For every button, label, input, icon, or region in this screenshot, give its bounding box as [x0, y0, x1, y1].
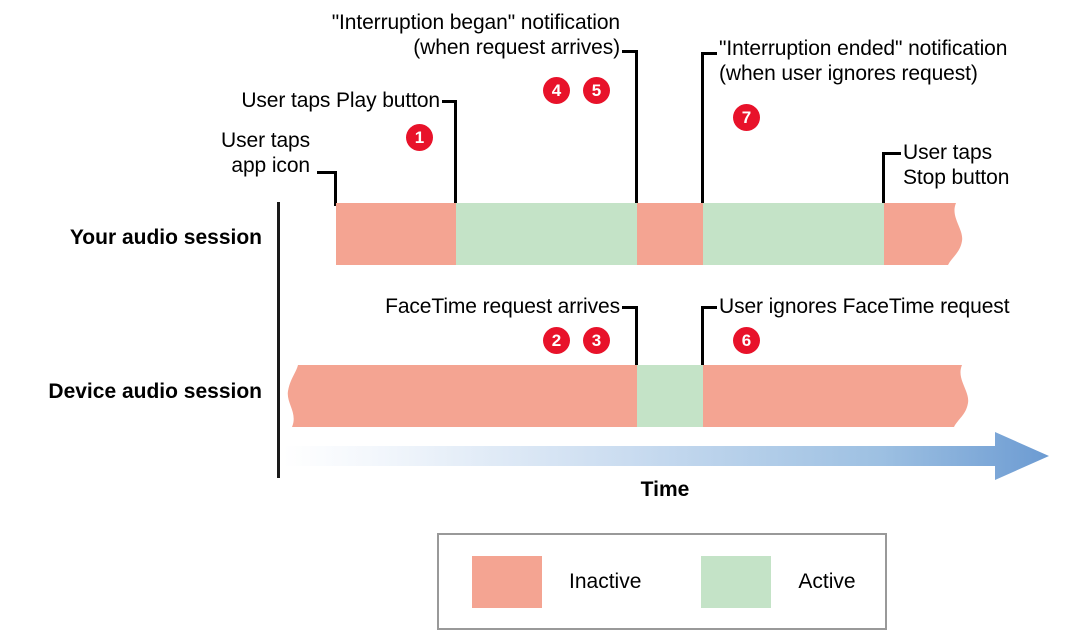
segment-inactive-1	[336, 203, 456, 265]
legend: Inactive Active	[437, 533, 887, 630]
badge-5: 5	[583, 77, 610, 104]
callout-interruption-began-label: "Interruption began" notification (when …	[331, 11, 620, 59]
legend-label-active: Active	[798, 569, 856, 593]
callout-user-taps-play-leader-horizontal	[442, 100, 457, 103]
time-axis-arrow-svg	[283, 432, 1049, 480]
callout-user-ignores-facetime-leader-vertical	[701, 306, 704, 368]
callout-interruption-ended-leader-vertical	[701, 52, 704, 206]
badge-6: 6	[733, 327, 760, 354]
badge-4: 4	[543, 77, 570, 104]
time-axis-caption: Time	[640, 478, 690, 501]
segment-active-1	[456, 203, 637, 265]
badge-7: 7	[733, 104, 760, 131]
row-label-your-audio-session: Your audio session	[69, 226, 262, 249]
callout-interruption-ended-label: "Interruption ended" notification (when …	[719, 37, 1008, 85]
segment-inactive-3-torn-right	[884, 203, 963, 265]
callout-user-taps-app-icon-leader-horizontal	[317, 171, 336, 174]
callout-user-ignores-facetime-leader-horizontal	[701, 306, 717, 309]
callout-user-taps-app-icon-label: User taps app icon	[221, 129, 310, 177]
badge-2: 2	[543, 327, 570, 354]
callout-user-taps-stop-leader-horizontal	[882, 152, 901, 155]
legend-swatch-active	[701, 555, 772, 608]
callout-facetime-request-leader-vertical	[635, 306, 638, 368]
segment-inactive-2	[637, 203, 703, 265]
callout-facetime-request-label: FaceTime request arrives	[385, 295, 620, 318]
callout-interruption-ended-leader-horizontal	[701, 52, 717, 55]
badge-3: 3	[583, 327, 610, 354]
segment-inactive-torn-right	[703, 365, 969, 427]
segment-inactive-torn-left	[287, 365, 637, 427]
callout-user-taps-play-leader-vertical	[454, 100, 457, 206]
callout-facetime-request-leader-horizontal	[622, 306, 638, 309]
callout-user-taps-play-label: User taps Play button	[241, 89, 440, 112]
your-audio-session-bar	[330, 203, 970, 265]
callout-user-taps-app-icon-leader-vertical	[334, 171, 337, 206]
callout-interruption-began-leader-vertical	[635, 50, 638, 206]
vertical-axis-line	[277, 202, 280, 478]
legend-item-active: Active	[701, 555, 856, 608]
callout-user-taps-stop-leader-vertical	[882, 152, 885, 206]
device-audio-session-bar	[286, 365, 976, 427]
legend-swatch-inactive	[472, 555, 542, 608]
callout-interruption-began-leader-horizontal	[622, 50, 638, 53]
legend-item-inactive: Inactive	[472, 555, 642, 608]
your-audio-session-bar-svg	[336, 203, 963, 265]
callout-user-ignores-facetime-label: User ignores FaceTime request	[719, 295, 1010, 318]
segment-active-2	[703, 203, 884, 265]
row-label-device-audio-session: Device audio session	[48, 380, 262, 403]
segment-active-device	[637, 365, 703, 427]
legend-label-inactive: Inactive	[569, 569, 642, 593]
badge-1: 1	[406, 124, 433, 151]
device-audio-session-bar-svg	[287, 365, 969, 427]
callout-user-taps-stop-label: User taps Stop button	[903, 141, 1010, 189]
time-axis-arrow	[283, 432, 1049, 480]
time-arrow-shape	[283, 432, 1049, 480]
